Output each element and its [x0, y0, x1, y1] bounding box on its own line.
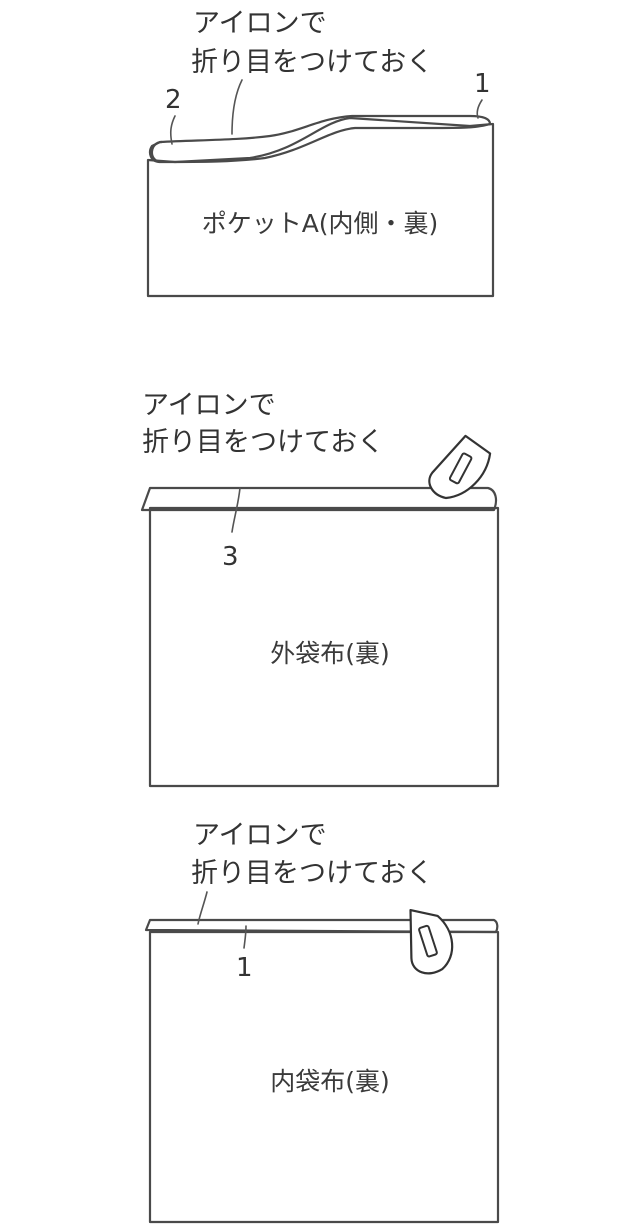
iron-icon — [428, 434, 492, 500]
outer-bag-label: 外袋布(裏) — [270, 639, 390, 668]
inner-bag-callout-line1: アイロンで — [193, 820, 327, 851]
outer-bag-callout-line2: 折り目をつけておく — [142, 427, 384, 458]
outer-bag-number-3-leader — [231, 487, 241, 533]
outer-bag-fabric — [148, 506, 500, 788]
inner-bag-number-1: 1 — [236, 953, 253, 983]
pocket-a-number-2-leader — [169, 115, 176, 145]
pocket-a-label: ポケットA(内側・裏) — [202, 209, 439, 238]
inner-bag-fold-band — [144, 918, 499, 934]
pocket-a-panel: アイロンで 折り目をつけておく 2 1 ポケットA(内側・裏) — [146, 8, 495, 298]
pocket-a-callout-line1: アイロンで — [193, 8, 327, 39]
inner-bag-number-1-leader — [243, 925, 247, 949]
pocket-a-number-2: 2 — [165, 85, 182, 115]
pocket-a-number-1: 1 — [474, 69, 491, 99]
pocket-a-callout-leader — [231, 79, 243, 135]
outer-bag-callout-line1: アイロンで — [142, 390, 276, 421]
outer-bag-fold-band — [140, 486, 498, 512]
pocket-a-fold-strip — [149, 114, 492, 164]
inner-bag-label: 内袋布(裏) — [270, 1067, 390, 1096]
outer-bag-panel: アイロンで 折り目をつけておく 3 外袋布(裏) — [140, 390, 500, 788]
pocket-a-number-1-leader — [476, 99, 483, 119]
pocket-a-fabric — [146, 116, 495, 298]
outer-bag-number-3: 3 — [222, 542, 239, 572]
iron-icon — [409, 908, 454, 975]
inner-bag-panel: アイロンで 折り目をつけておく 1 内袋布(裏) — [144, 820, 500, 1224]
inner-bag-callout-leader — [197, 891, 208, 925]
inner-bag-callout-line2: 折り目をつけておく — [191, 858, 433, 889]
pocket-a-callout-line2: 折り目をつけておく — [191, 47, 433, 78]
pocket-a-fold-roll — [150, 140, 163, 164]
